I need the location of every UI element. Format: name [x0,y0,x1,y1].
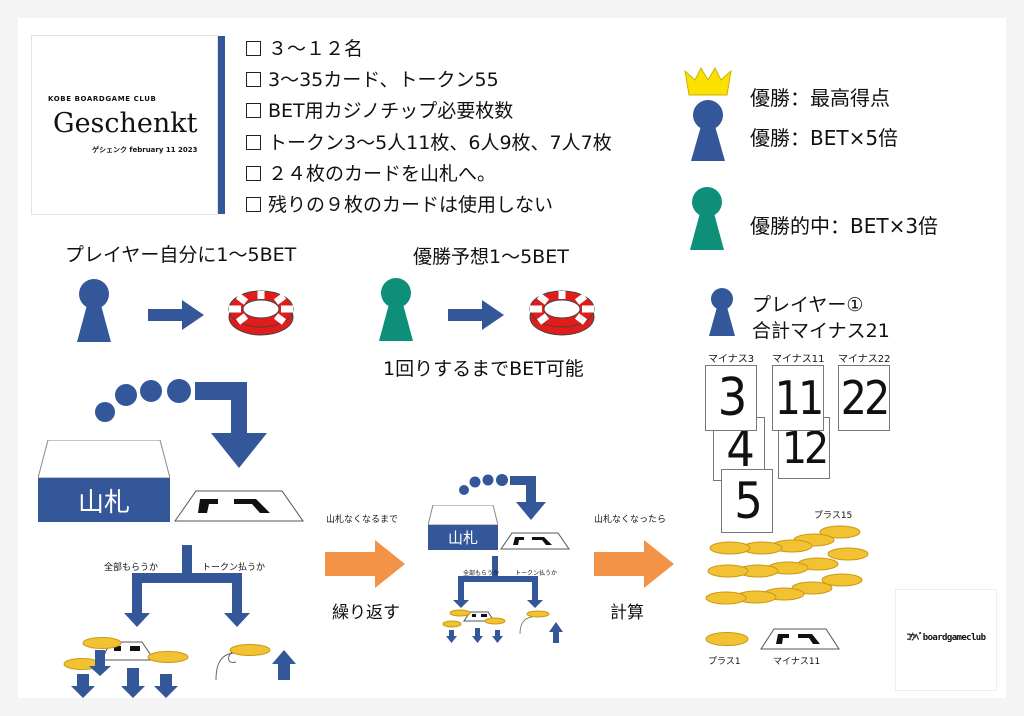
rule-item: ２４枚のカードを山札へ。 [246,162,496,186]
card-label: マイナス11 [772,354,825,365]
take-pay-tokens-icon [442,609,563,643]
minus11-label: マイナス11 [773,657,821,667]
plus1-label: プラス1 [708,657,741,667]
predict-bet-label: 優勝予想1〜5BET [413,246,569,268]
game-logo-card [32,36,217,214]
repeat-label: 繰り返す [332,603,400,623]
checkbox-icon [246,72,261,87]
club-logo-text: ｺｳﾍﾞboardgameclub [906,633,986,643]
rule-item: トークン3〜5人11枚、6人9枚、7人7枚 [246,131,612,155]
legend-predict-bet: 優勝的中：BET×3倍 [750,214,939,238]
number-card: 22 [838,365,890,431]
after-empty-label: 山札なくなったら [594,515,667,525]
crown-icon [684,66,732,96]
deck-stack-icon [428,505,498,550]
plus15-label: プラス15 [814,511,853,521]
checkbox-icon [246,41,261,56]
checkbox-icon [246,135,261,150]
face-up-card-icon [760,628,840,650]
pay-token-hand-icon [215,644,296,681]
arrow-right-icon [448,300,504,330]
casino-chip-icon [228,290,294,336]
rule-item: 3〜35カード、トークン55 [246,68,499,92]
until-empty-label: 山札なくなるまで [326,515,399,525]
rule-item: BET用カジノチップ必要枚数 [246,99,513,123]
take-cards-tokens-icon [63,637,189,698]
logo-subtitle: ゲシェンク february 11 2023 [92,146,198,154]
take-all-label-small: 全部もらうか [463,570,500,577]
deck-label-small: 山札 [447,529,478,547]
pay-token-label: トークン払うか [202,563,266,573]
draw-dots-arrow-icon [459,474,546,520]
rule-item: ３〜１２名 [246,37,363,61]
logo-club-name: KOBE BOARDGAME CLUB [48,95,157,103]
player-name: プレイヤー① [752,294,864,316]
logo-game-title: Geschenkt [53,108,198,139]
take-all-label: 全部もらうか [104,563,159,573]
face-up-card-icon [500,532,570,550]
single-token-icon [705,632,749,646]
card-label: マイナス22 [838,354,891,365]
player-pawn-icon [709,288,735,336]
legend-win-bet: 優勝：BET×5倍 [750,126,899,150]
face-up-card-icon [174,490,304,522]
checkbox-icon [246,166,261,181]
bet-round-note: 1回りするまでBET可能 [383,358,584,380]
casino-chip-icon [529,290,595,336]
orange-arrow-icon [325,540,405,588]
title-divider [218,36,225,214]
teal-pawn-icon [379,278,413,341]
deck-stack-icon [38,440,170,522]
choice-branch-arrow-icon [453,556,543,608]
number-card: 3 [705,365,757,431]
rule-item: 残りの９枚のカードは使用しない [246,193,553,217]
number-card: 5 [721,469,773,533]
calc-label: 計算 [610,603,644,623]
teal-pawn-icon [690,187,724,250]
draw-dots-arrow-icon [95,379,267,468]
checkbox-icon [246,103,261,118]
token-pile-icon [705,525,869,605]
legend-win-label: 優勝：最高得点 [750,86,890,110]
winner-pawn-icon [684,66,732,161]
deck-label: 山札 [77,487,130,518]
checkbox-icon [246,197,261,212]
choice-branch-arrow-icon [124,545,250,627]
number-card: 11 [772,365,824,431]
player-total: 合計マイナス21 [752,320,890,342]
club-logo-card [896,590,996,690]
self-bet-label: プレイヤー自分に1〜5BET [65,244,297,266]
orange-arrow-icon [594,540,674,588]
pay-token-label-small: トークン払うか [515,570,558,577]
player-pawn-icon [77,279,111,342]
card-label: マイナス3 [708,354,755,365]
arrow-right-icon [148,300,204,330]
